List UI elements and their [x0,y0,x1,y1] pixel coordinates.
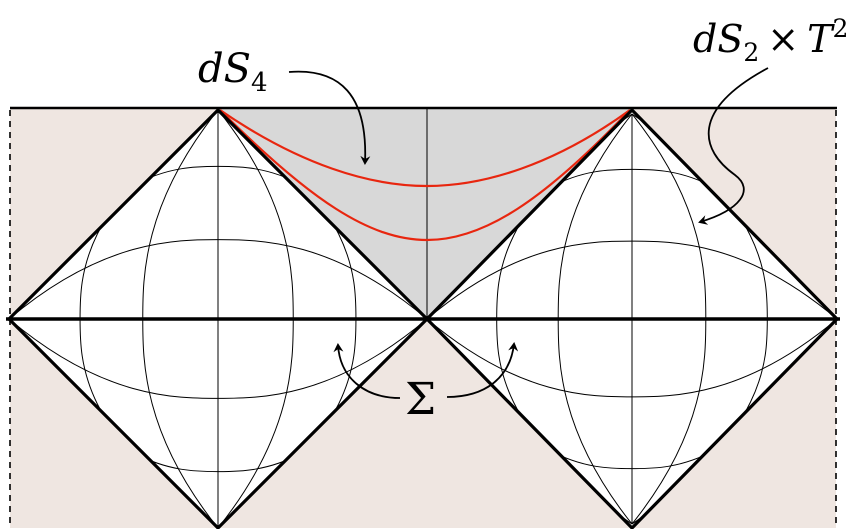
sigma-arrow-right [446,342,519,398]
ds4-arrow [288,70,371,165]
sigma-label: Σ [405,374,436,425]
ds4-slice-upper [219,109,631,188]
ds2-t2-arrow [698,67,769,225]
grid-time-slice-upper-0 [427,240,837,320]
sigma-arrow-left [333,343,401,399]
ds4-shaded-region [218,108,632,319]
ds4-label: dS4 [198,46,268,98]
grid-time-slice-lower-0 [427,318,837,398]
ds4-slice-lower [219,109,631,242]
ds2-t2-label: dS2×T2 [693,14,848,67]
grid-time-slice-lower-0 [9,318,427,399]
grid-time-slice-upper-0 [9,239,427,320]
